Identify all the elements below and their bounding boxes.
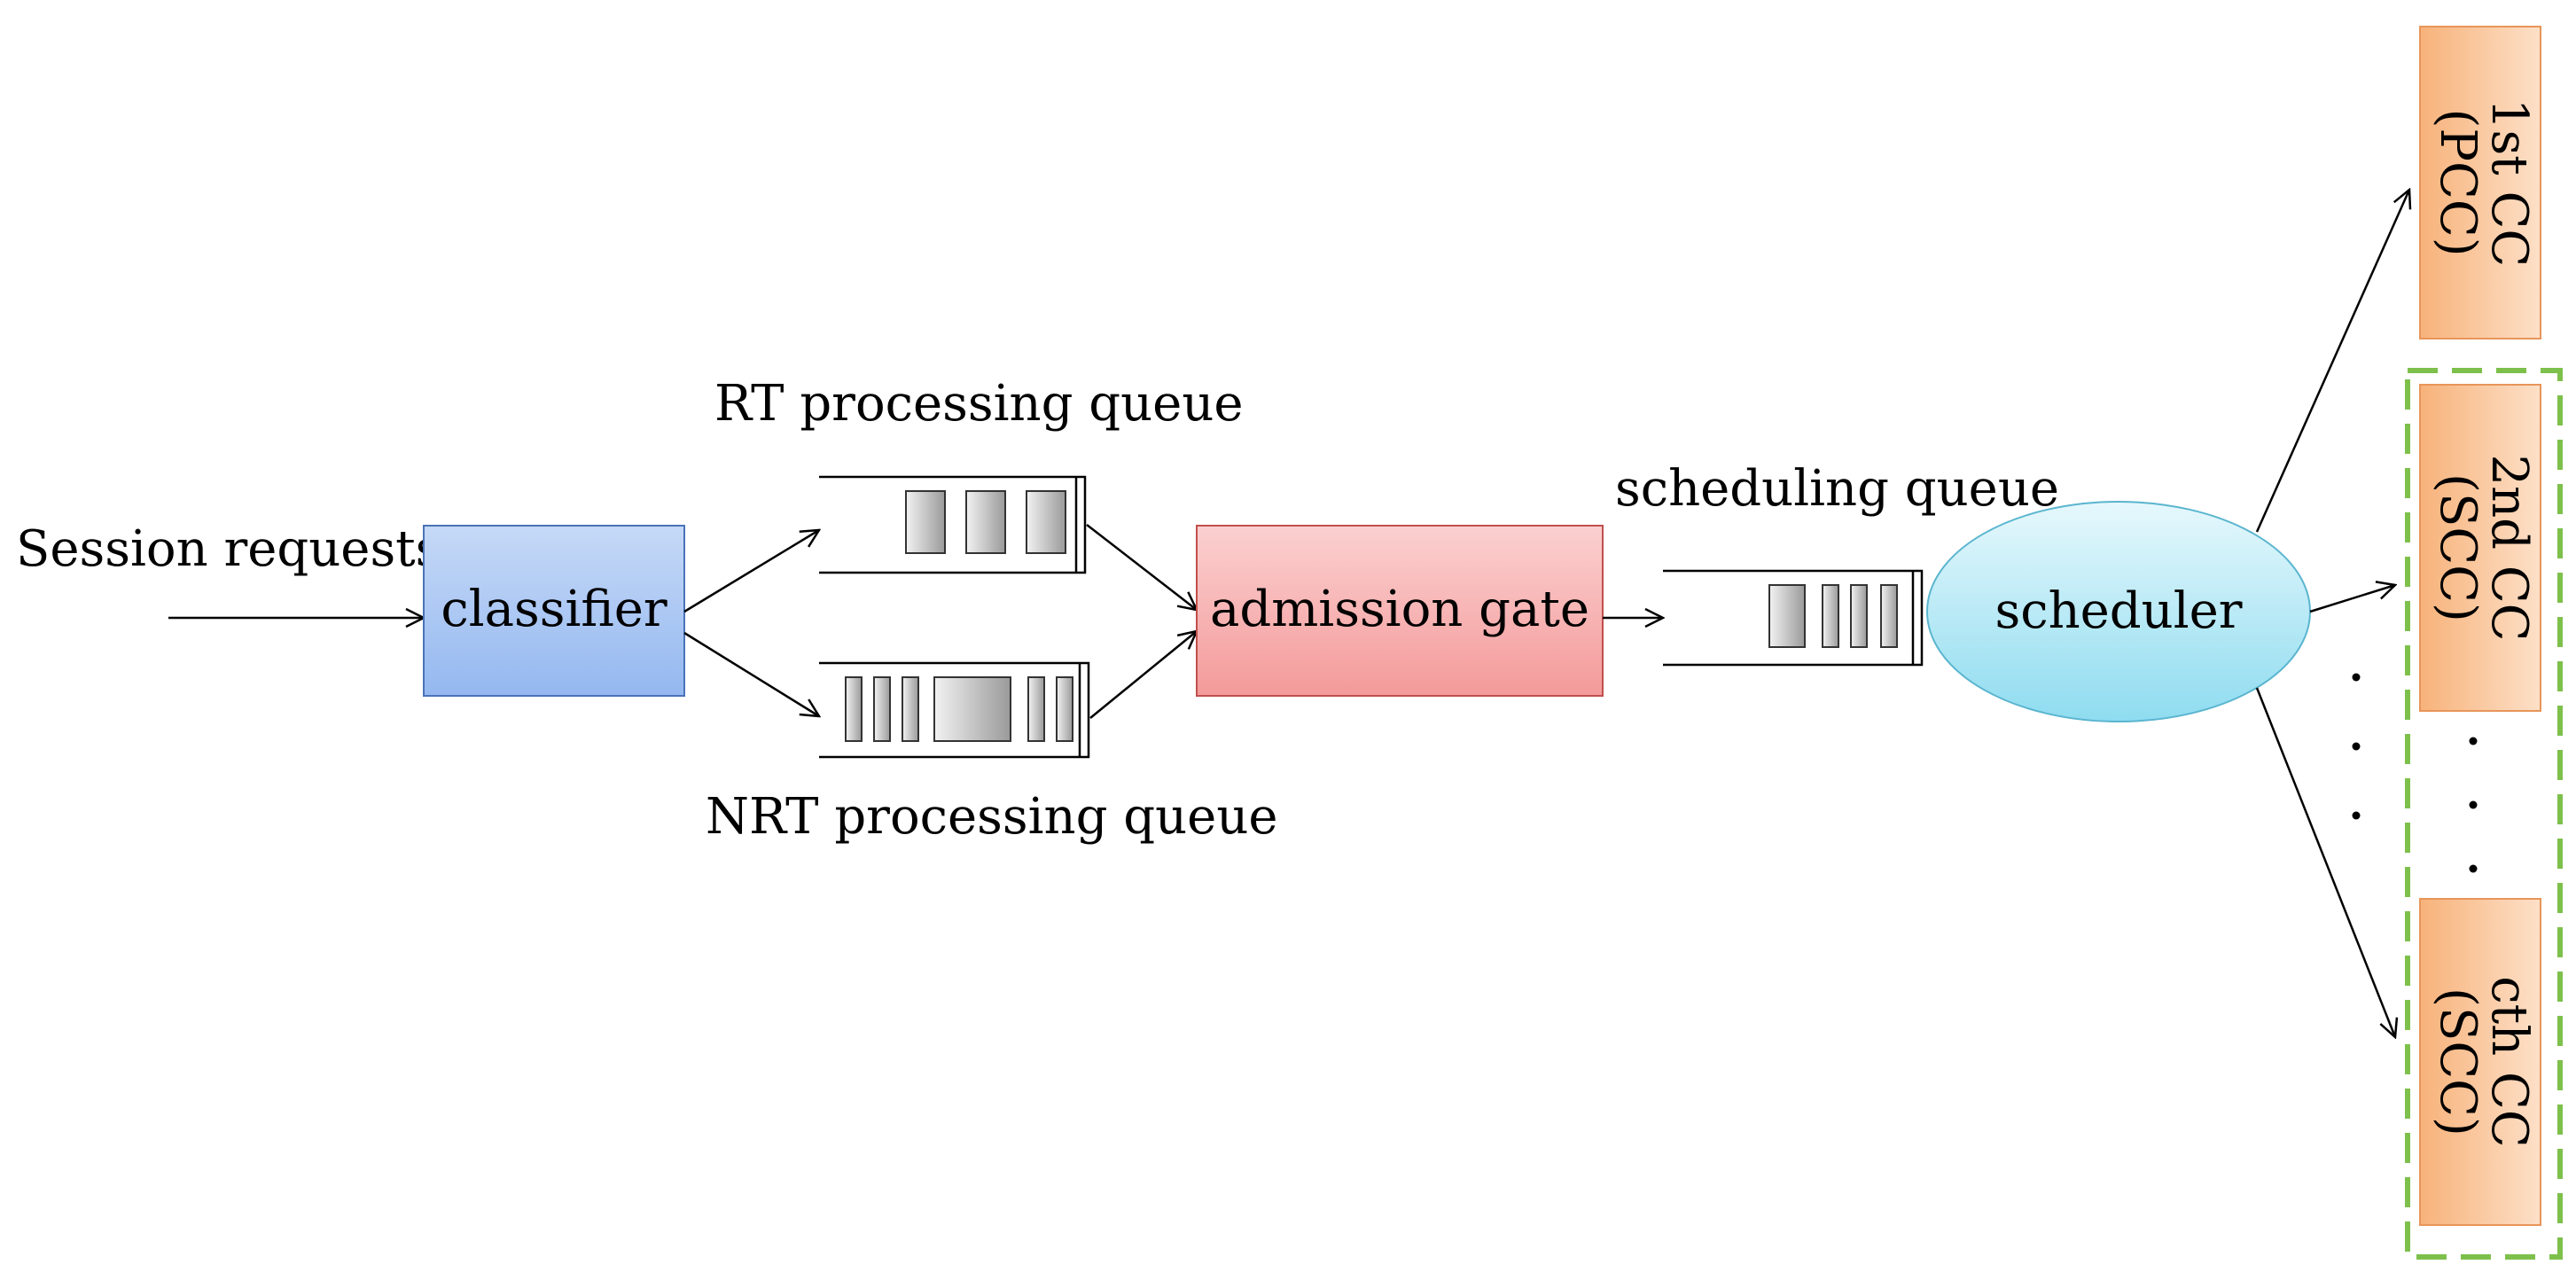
scheduling-queue-packet bbox=[1850, 584, 1868, 648]
cc-ellipsis bbox=[2469, 737, 2478, 873]
nrt-queue-packet bbox=[1056, 676, 1073, 742]
cc-1st-line1: 1st CC bbox=[2480, 98, 2538, 267]
rt-queue-label: RT processing queue bbox=[714, 375, 1244, 433]
arrow-ellipsis bbox=[2352, 673, 2361, 820]
scheduling-queue-packet bbox=[1880, 584, 1898, 648]
cc-cth-box: cth CC (SCC) bbox=[2419, 898, 2541, 1226]
scheduling-queue-packet bbox=[1822, 584, 1839, 648]
scc-group-border bbox=[2405, 368, 2563, 1260]
classifier-to-nrt-arrow bbox=[683, 631, 819, 716]
scheduler-to-2nd-cc-arrow bbox=[2309, 585, 2395, 613]
cc-2nd-line1: 2nd CC bbox=[2480, 454, 2538, 641]
classifier-node: classifier bbox=[423, 525, 685, 697]
cc-1st-line2: (PCC) bbox=[2429, 108, 2486, 256]
scheduling-queue bbox=[1663, 569, 1924, 667]
scheduler-to-cth-cc-arrow bbox=[2255, 687, 2395, 1037]
admission-gate-node: admission gate bbox=[1196, 525, 1604, 697]
classifier-to-rt-arrow bbox=[683, 530, 819, 613]
nrt-to-gate-arrow bbox=[1089, 631, 1197, 719]
cc-2nd-line2: (SCC) bbox=[2429, 473, 2486, 622]
nrt-queue-packet bbox=[933, 676, 1011, 742]
cc-1st-box: 1st CC (PCC) bbox=[2419, 26, 2541, 340]
classifier-label: classifier bbox=[441, 581, 667, 638]
nrt-queue-packet bbox=[902, 676, 919, 742]
cc-cth-line1: cth CC bbox=[2480, 976, 2538, 1147]
scheduler-label: scheduler bbox=[1994, 582, 2242, 640]
nrt-queue-packet bbox=[873, 676, 891, 742]
session-requests-label: Session requests bbox=[16, 520, 441, 578]
scheduling-queue-label: scheduling queue bbox=[1615, 460, 2059, 518]
scheduler-to-1st-cc-arrow bbox=[2255, 190, 2409, 533]
nrt-processing-queue bbox=[819, 661, 1090, 759]
rt-processing-queue bbox=[819, 475, 1087, 574]
scheduling-queue-packet bbox=[1768, 584, 1806, 648]
nrt-queue-packet bbox=[845, 676, 863, 742]
rt-queue-packet bbox=[1026, 490, 1066, 554]
rt-queue-packet bbox=[905, 490, 946, 554]
admission-gate-label: admission gate bbox=[1210, 581, 1589, 638]
cc-cth-line2: (SCC) bbox=[2429, 987, 2486, 1136]
nrt-queue-packet bbox=[1027, 676, 1045, 742]
rt-to-gate-arrow bbox=[1086, 524, 1197, 610]
scheduler-node: scheduler bbox=[1926, 501, 2311, 722]
nrt-queue-label: NRT processing queue bbox=[706, 788, 1278, 846]
cc-2nd-box: 2nd CC (SCC) bbox=[2419, 384, 2541, 712]
rt-queue-packet bbox=[965, 490, 1006, 554]
